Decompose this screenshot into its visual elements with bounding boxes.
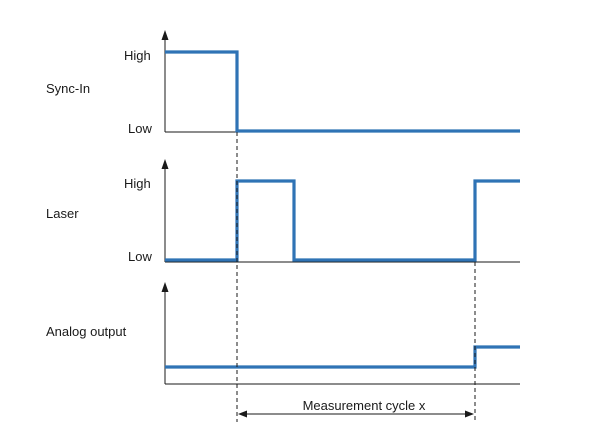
measurement-cycle-label-bg [295,397,433,413]
laser-label: Laser [46,206,79,221]
sync-in-label: Sync-In [46,81,90,96]
analog-output-track: Analog output [46,282,520,385]
laser-low-label: Low [128,249,152,264]
measurement-cycle-left-arrow [238,410,247,418]
sync-in-track: Sync-In High Low [46,30,520,136]
measurement-cycle-label: Measurement cycle x [303,398,426,413]
analog-output-label: Analog output [46,324,127,339]
sync-in-high-label: High [124,48,151,63]
analog-output-y-axis-arrow [161,282,169,292]
sync-in-low-label: Low [128,121,152,136]
laser-y-axis-arrow [161,159,169,169]
measurement-cycle-right-arrow [465,410,474,418]
sync-in-waveform [165,50,520,133]
laser-waveform [165,179,520,262]
laser-track: Laser High Low [46,159,520,264]
sync-in-y-axis-arrow [161,30,169,40]
laser-high-label: High [124,176,151,191]
analog-output-waveform [165,345,520,369]
measurement-cycle-dimension: Measurement cycle x [238,397,474,418]
